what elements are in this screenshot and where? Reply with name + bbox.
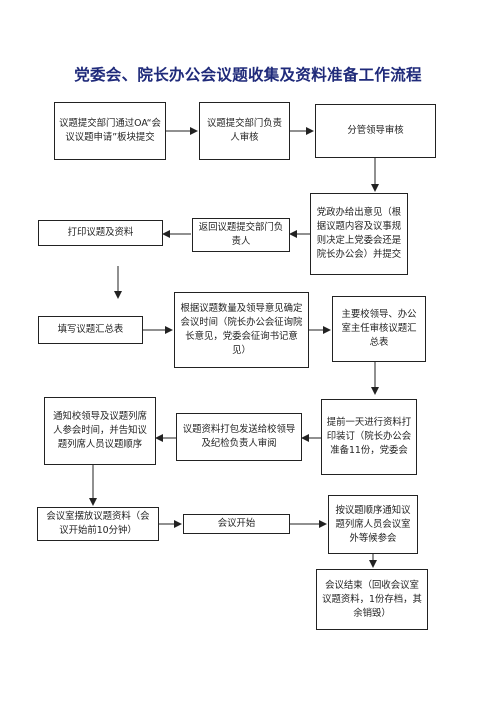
node-n3: 分管领导审核: [315, 104, 436, 158]
node-n8-text: 根据议题数量及领导意见确定会议时间（院长办公会征询院长意见，党委会征询书记意见）: [180, 303, 303, 356]
node-n15: 按议题顺序通知议题列席人员会议室外等候参会: [328, 495, 418, 554]
node-n11: 议题资料打包发送给校领导及纪检负责人审阅: [176, 413, 302, 461]
node-n2-text: 议题提交部门负责人审核: [206, 118, 282, 143]
node-n9: 主要校领导、办公室主任审核议题汇总表: [332, 296, 426, 362]
node-n14: 会议开始: [183, 514, 290, 534]
node-n13: 会议室摆放议题资料（会议开始前10分钟）: [37, 507, 159, 541]
node-n12: 通知校领导及议题列席人参会时间，并告知议题列席人员议题顺序: [44, 397, 156, 465]
node-n10-text: 提前一天进行资料打印装订（院长办公会准备11份，党委会: [326, 417, 412, 456]
node-n16: 会议结束（回收会议室议题资料，1份存档，其余销毁）: [316, 569, 428, 630]
node-n6: 打印议题及资料: [38, 220, 163, 246]
node-n5: 返回议题提交部门负责人: [192, 218, 290, 252]
node-n4: 党政办给出意见（根据议题内容及议事规则决定上党委会还是院长办公会）并提交: [310, 193, 408, 275]
flowchart-title: 党委会、院长办公会议题收集及资料准备工作流程: [74, 65, 422, 84]
node-n7-text: 填写议题汇总表: [57, 324, 124, 335]
node-n16-text: 会议结束（回收会议室议题资料，1份存档，其余销毁）: [322, 579, 422, 619]
node-n7: 填写议题汇总表: [38, 316, 143, 344]
node-n8: 根据议题数量及领导意见确定会议时间（院长办公会征询院长意见，党委会征询书记意见）: [174, 292, 309, 368]
node-n13-text: 会议室摆放议题资料（会议开始前10分钟）: [46, 511, 150, 536]
node-n12-text: 通知校领导及议题列席人参会时间，并告知议题列席人员议题顺序: [53, 411, 147, 450]
node-n6-text: 打印议题及资料: [67, 227, 134, 238]
node-n1-text: 议题提交部门通过OA“会议议题申请”板块提交: [59, 118, 161, 143]
node-n3-text: 分管领导审核: [347, 125, 404, 136]
node-n11-text: 议题资料打包发送给校领导及纪检负责人审阅: [182, 424, 296, 449]
node-n5-text: 返回议题提交部门负责人: [198, 222, 284, 247]
node-n14-text: 会议开始: [217, 518, 256, 529]
node-n4-text: 党政办给出意见（根据议题内容及议事规则决定上党委会还是院长办公会）并提交: [316, 207, 402, 260]
node-n1: 议题提交部门通过OA“会议议题申请”板块提交: [54, 102, 166, 160]
node-n10: 提前一天进行资料打印装订（院长办公会准备11份，党委会: [321, 399, 417, 475]
node-n2: 议题提交部门负责人审核: [199, 102, 290, 160]
node-n9-text: 主要校领导、办公室主任审核议题汇总表: [341, 309, 417, 348]
node-n15-text: 按议题顺序通知议题列席人员会议室外等候参会: [335, 504, 411, 544]
